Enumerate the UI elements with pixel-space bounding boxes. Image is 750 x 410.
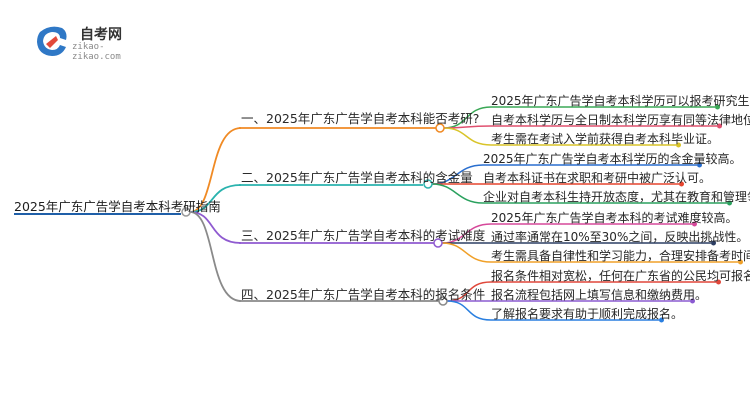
link-root-branch-2 (189, 184, 242, 213)
root-node (181, 207, 191, 217)
branch-2-node (423, 179, 433, 189)
leaf-3-3-dot (738, 259, 743, 265)
leaf-2-1-dot (697, 162, 702, 168)
branch-1-node (435, 123, 445, 133)
leaf-3-2-dot (711, 240, 716, 246)
leaf-1-3: 考生需在考试入学前获得自考本科毕业证。 (491, 132, 720, 146)
branch-4-node (438, 296, 448, 306)
leaf-2-2-dot (679, 181, 684, 187)
leaf-4-1-dot (716, 279, 721, 285)
leaf-2-2: 自考本科证书在求职和考研中被广泛认可。 (483, 171, 712, 185)
link-branch-1-leaf-3 (443, 127, 492, 146)
branch-1-label: 一、2025年广东广告学自考本科能否考研? (241, 111, 480, 126)
leaf-1-3-dot (676, 142, 681, 148)
leaf-4-2-dot (690, 298, 695, 304)
branch-3-label: 三、2025年广东广告学自考本科的考试难度 (241, 228, 486, 243)
link-branch-3-leaf-3 (441, 242, 492, 263)
logo-title: 自考网 (80, 27, 122, 43)
leaf-4-3: 了解报名要求有助于顺利完成报名。 (491, 307, 684, 321)
branch-3-node (433, 238, 443, 248)
leaf-1-2: 自考本科学历与全日制本科学历享有同等法律地位。 (491, 113, 750, 127)
leaf-3-3: 考生需具备自律性和学习能力，合理安排备考时间。 (491, 249, 750, 263)
root-node-label: 2025年广东广告学自考本科考研指南 (14, 199, 221, 214)
link-branch-4-leaf-3 (446, 300, 492, 321)
leaf-1-1: 2025年广东广告学自考本科学历可以报考研究生。 (491, 94, 750, 108)
leaf-4-3-dot (659, 317, 664, 323)
leaf-2-3: 企业对自考本科生持开放态度，尤其在教育和管理领域。 (483, 190, 750, 204)
logo-subtitle: zikao-zikao.com (72, 42, 121, 62)
logo-mark-icon (37, 26, 67, 56)
leaf-1-1-dot (715, 104, 720, 110)
link-root-branch-3 (189, 211, 242, 244)
link-branch-2-leaf-3 (431, 183, 484, 204)
link-root-branch-4 (189, 211, 242, 302)
leaf-1-2-dot (717, 123, 722, 129)
branch-2-label: 二、2025年广东广告学自考本科的含金量 (241, 170, 473, 185)
leaf-4-1: 报名条件相对宽松，任何在广东省的公民均可报名。 (491, 269, 750, 283)
link-root-branch-1 (189, 127, 242, 213)
leaf-2-1: 2025年广东广告学自考本科学历的含金量较高。 (483, 152, 742, 166)
leaf-2-3-dot (727, 200, 732, 206)
leaf-3-1-dot (692, 221, 697, 227)
branch-4-label: 四、2025年广东广告学自考本科的报名条件 (241, 287, 486, 302)
site-logo: 自考网 zikao-zikao.com (32, 22, 152, 62)
leaf-4-2: 报名流程包括网上填写信息和缴纳费用。 (491, 288, 708, 302)
leaf-3-2: 通过率通常在10%至30%之间，反映出挑战性。 (491, 230, 749, 244)
leaf-3-1: 2025年广东广告学自考本科的考试难度较高。 (491, 211, 738, 225)
